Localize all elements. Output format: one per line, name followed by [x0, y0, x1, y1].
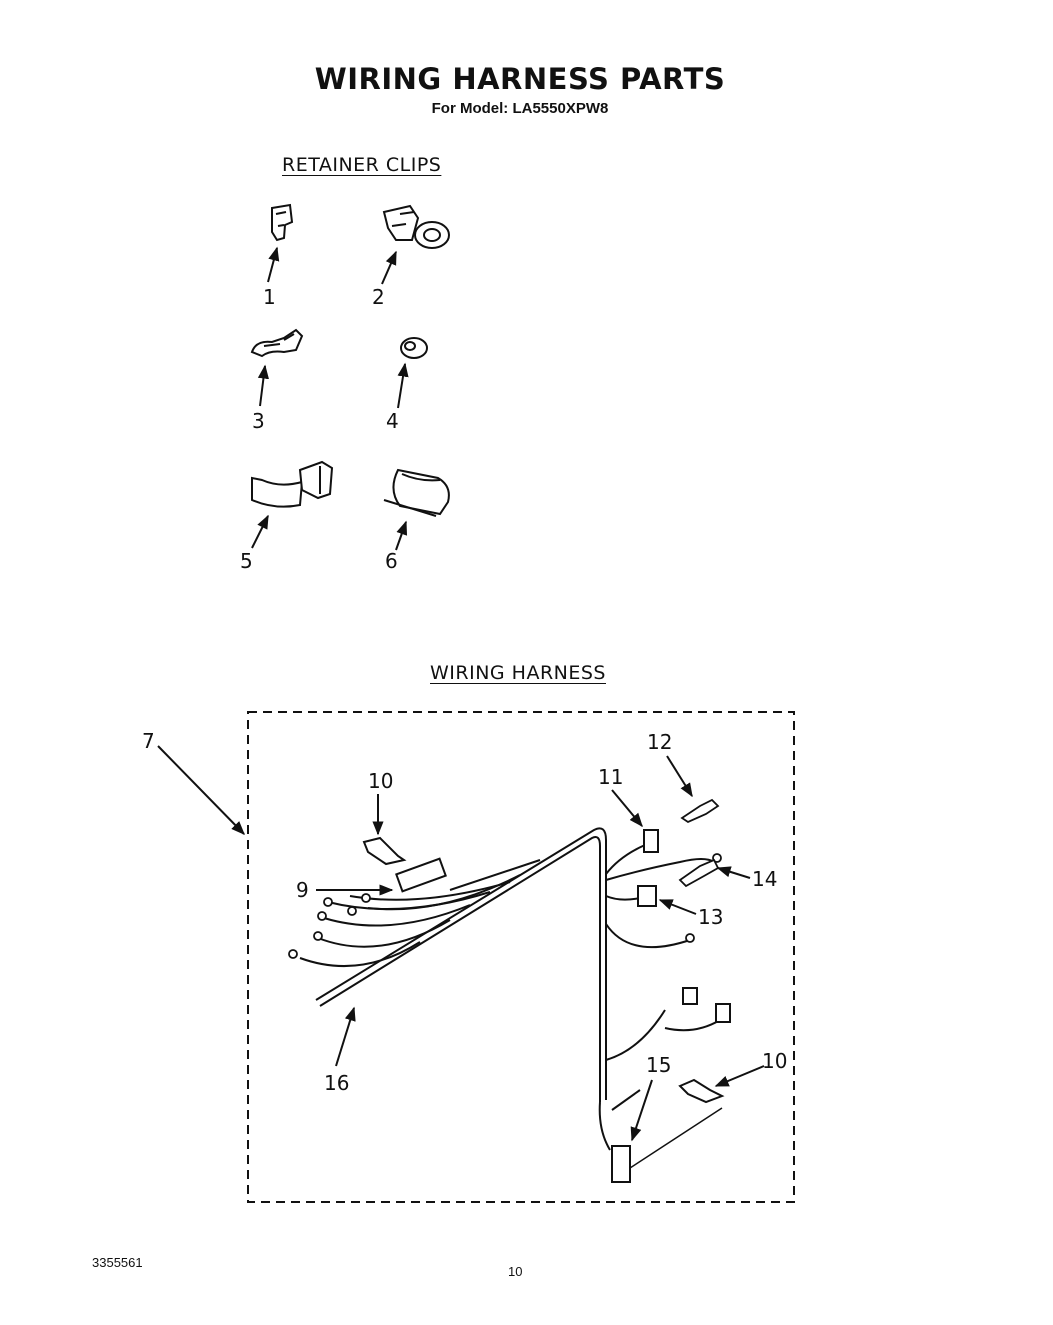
clip-part-5 — [251, 460, 334, 508]
leader-1 — [267, 246, 280, 283]
connector-block-9 — [395, 857, 447, 893]
connector-lower-a — [682, 987, 698, 1005]
callout-3: 3 — [252, 409, 265, 433]
callout-10-lower: 10 — [762, 1049, 787, 1073]
callout-4: 4 — [386, 409, 399, 433]
page-number: 10 — [508, 1264, 523, 1279]
callout-7: 7 — [142, 729, 155, 753]
callout-1: 1 — [263, 285, 276, 309]
clip-part-6 — [383, 468, 450, 517]
section-wiring-harness: WIRING HARNESS — [430, 662, 606, 684]
harness-dashed-frame — [247, 711, 795, 1203]
callout-15: 15 — [646, 1053, 671, 1077]
terminal-12 — [680, 798, 720, 824]
leader-15 — [630, 1079, 653, 1142]
leader-10-lower — [714, 1065, 765, 1087]
leader-6 — [395, 520, 408, 551]
callout-16: 16 — [324, 1071, 349, 1095]
clip-part-2 — [382, 204, 450, 249]
callout-9: 9 — [296, 878, 309, 902]
leader-14 — [716, 866, 751, 879]
callout-11: 11 — [598, 765, 623, 789]
clip-part-4 — [400, 337, 428, 359]
leader-5 — [251, 514, 269, 549]
terminal-14 — [678, 858, 720, 888]
leader-11 — [611, 789, 643, 828]
connector-11 — [643, 829, 659, 853]
clip-part-1 — [271, 203, 294, 242]
leader-3 — [257, 364, 269, 407]
terminal-10-upper — [362, 836, 407, 866]
page-title: WIRING HARNESS PARTS — [314, 62, 726, 96]
harness-trunk — [299, 827, 721, 1151]
callout-10-upper: 10 — [368, 769, 393, 793]
callout-13: 13 — [698, 905, 723, 929]
leader-7 — [157, 745, 245, 836]
ring-terminals — [288, 853, 722, 959]
callout-6: 6 — [385, 549, 398, 573]
clip-part-3 — [250, 328, 304, 358]
wire-15 — [629, 1107, 723, 1169]
connector-lower-b — [715, 1003, 731, 1023]
callout-14: 14 — [752, 867, 777, 891]
doc-number: 3355561 — [92, 1255, 143, 1270]
leader-4 — [397, 362, 409, 409]
leader-2 — [381, 250, 397, 285]
leader-12 — [666, 755, 693, 798]
leader-16 — [335, 1006, 356, 1067]
model-subtitle: For Model: LA5550XPW8 — [431, 100, 609, 117]
terminal-10-lower — [678, 1078, 725, 1104]
callout-12: 12 — [647, 730, 672, 754]
connector-13 — [637, 885, 657, 907]
leader-13 — [658, 899, 697, 915]
callout-2: 2 — [372, 285, 385, 309]
callout-5: 5 — [240, 549, 253, 573]
section-retainer-clips: RETAINER CLIPS — [282, 154, 442, 176]
connector-15 — [611, 1145, 631, 1183]
